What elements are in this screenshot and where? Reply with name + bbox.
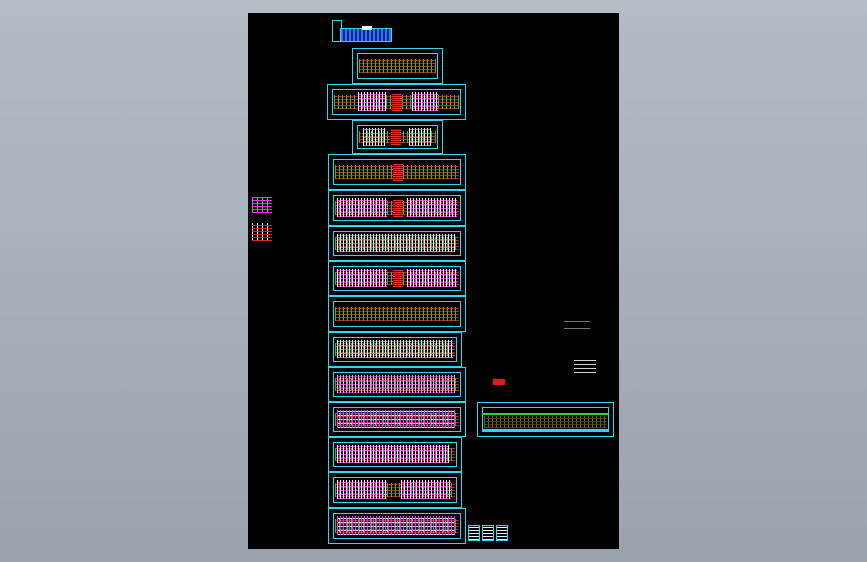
drawing-sheet-13[interactable]: [328, 472, 462, 508]
sheet-border: [333, 442, 457, 467]
key-plan-thumbnail[interactable]: [332, 20, 392, 42]
sheet-border: [357, 125, 438, 149]
sheet-border: [482, 407, 609, 432]
room-hatch: [337, 410, 455, 429]
sheet-border: [357, 53, 438, 79]
legend-box-3[interactable]: [496, 525, 508, 541]
room-hatch: [412, 92, 438, 112]
model-space-canvas[interactable]: [248, 13, 619, 549]
drawing-sheet-2[interactable]: [327, 84, 466, 120]
sheet-border: [333, 159, 461, 185]
stair-graphic: [392, 93, 402, 111]
legend-box-2[interactable]: [482, 525, 494, 541]
drawing-sheet-10[interactable]: [328, 367, 466, 402]
room-hatch: [337, 480, 387, 500]
drawing-sheet-6[interactable]: [328, 226, 466, 261]
sheet-border: [333, 266, 461, 291]
room-hatch: [337, 375, 455, 394]
room-hatch: [337, 269, 387, 288]
room-hatch: [409, 128, 431, 146]
room-hatch: [337, 198, 387, 218]
sheet-border: [333, 301, 461, 327]
stair-graphic: [391, 129, 401, 145]
room-hatch: [337, 445, 449, 464]
room-hatch: [401, 480, 451, 500]
drawing-sheet-5[interactable]: [328, 190, 466, 226]
room-hatch: [358, 92, 386, 112]
sheet-border: [333, 337, 457, 362]
elevation-ground: [482, 429, 609, 431]
room-hatch: [363, 128, 385, 146]
stair-graphic: [393, 199, 403, 217]
room-hatch: [337, 516, 455, 536]
floor-plan-graphic: [335, 307, 459, 321]
legend-box-1[interactable]: [468, 525, 480, 541]
sheet-border: [333, 372, 461, 397]
red-marker[interactable]: [493, 379, 505, 385]
elevation-graphic: [484, 416, 607, 428]
drawing-sheet-1[interactable]: [352, 48, 443, 84]
drawing-sheet-4[interactable]: [328, 154, 466, 190]
drawing-sheet-12[interactable]: [328, 437, 462, 472]
drawing-sheet-11[interactable]: [328, 402, 466, 437]
sheet-border: [332, 89, 461, 115]
drawing-sheet-8[interactable]: [328, 296, 466, 332]
floor-plan-graphic: [359, 59, 436, 73]
room-hatch: [407, 269, 457, 288]
elevation-sheet[interactable]: [477, 402, 614, 437]
sheet-border: [333, 407, 461, 432]
stair-graphic: [393, 270, 403, 287]
drawing-sheet-9[interactable]: [328, 332, 462, 367]
annotation-block-2[interactable]: [574, 359, 596, 373]
elevation-roofline: [482, 413, 609, 415]
stair-graphic: [393, 163, 403, 181]
room-hatch: [337, 340, 453, 359]
room-hatch: [407, 198, 457, 218]
detail-drawing-2[interactable]: [252, 223, 272, 241]
sheet-border: [333, 195, 461, 221]
detail-drawing-1[interactable]: [252, 197, 272, 213]
room-hatch: [337, 234, 455, 253]
annotation-block-1[interactable]: [564, 321, 590, 329]
sheet-border: [333, 513, 461, 539]
drawing-sheet-7[interactable]: [328, 261, 466, 296]
sheet-border: [333, 477, 457, 503]
drawing-sheet-3[interactable]: [352, 120, 443, 154]
sheet-border: [333, 231, 461, 256]
drawing-sheet-14[interactable]: [328, 508, 466, 544]
